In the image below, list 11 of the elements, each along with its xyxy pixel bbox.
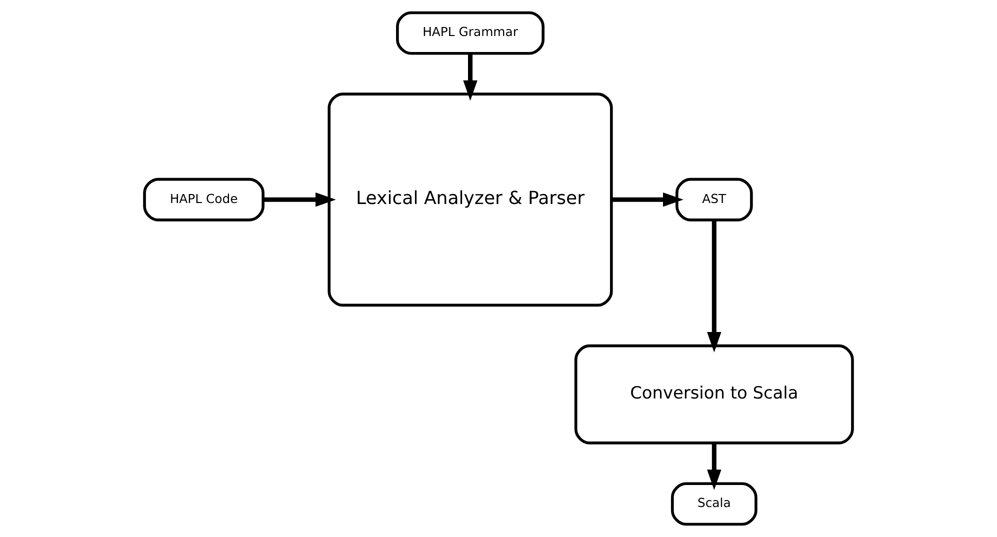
arrow (707, 443, 722, 490)
arrow (707, 220, 722, 352)
node-box: Lexical Analyzer & Parser (328, 92, 613, 307)
node-box: Conversion to Scala (574, 344, 854, 444)
node-box: HAPL Grammar (396, 11, 545, 55)
node-box: AST (676, 178, 753, 222)
node-box: HAPL Code (143, 178, 264, 222)
arrow (612, 192, 684, 207)
arrow (463, 54, 478, 101)
arrow (263, 192, 336, 207)
node-box: Scala (670, 482, 758, 526)
